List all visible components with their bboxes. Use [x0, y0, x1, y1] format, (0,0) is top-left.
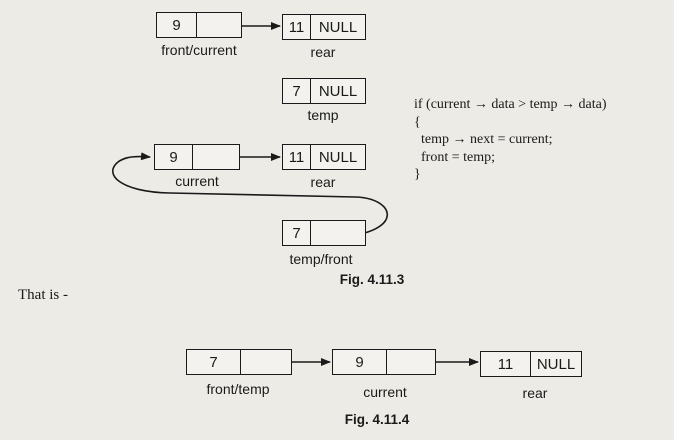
node-next: NULL — [318, 148, 358, 166]
label-current: current — [175, 173, 219, 189]
node-7-temp: 7 NULL — [282, 78, 366, 104]
node-data: 9 — [155, 145, 193, 169]
node-next: NULL — [536, 355, 576, 373]
label-rear: rear — [310, 44, 336, 60]
node-next: NULL — [318, 18, 358, 36]
node-9-current: 9 — [154, 144, 240, 170]
node-data: 11 — [283, 15, 311, 39]
code-line: if (current → data > temp → data) — [414, 97, 607, 112]
label-temp: temp — [307, 107, 339, 123]
node-next — [311, 221, 365, 245]
node-data: 7 — [283, 79, 311, 103]
intro-text: That is - — [18, 287, 68, 303]
code-line: front = temp; — [414, 149, 495, 165]
node-data: 7 — [283, 221, 311, 245]
code-line: { — [414, 114, 421, 130]
label-current-final: current — [363, 384, 407, 400]
label-temp-front: temp/front — [289, 251, 353, 267]
node-7-temp-front: 7 — [282, 220, 366, 246]
node-data: 11 — [481, 352, 531, 376]
label-front-temp: front/temp — [206, 381, 270, 397]
label-rear-final: rear — [522, 385, 548, 401]
figure-caption-4-11-4: Fig. 4.11.4 — [344, 412, 410, 427]
code-snippet: if (current → data > temp → data) { temp… — [414, 96, 607, 184]
arrow-temp-to-current-curve — [112, 152, 389, 238]
node-next — [193, 145, 239, 169]
node-data: 9 — [333, 350, 387, 374]
label-rear-2: rear — [310, 174, 336, 190]
figure-caption-4-11-3: Fig. 4.11.3 — [339, 272, 405, 287]
node-11-rear-2: 11 NULL — [282, 144, 366, 170]
node-11-rear-final: 11 NULL — [480, 351, 582, 377]
node-next: NULL — [318, 82, 358, 100]
node-9-front: 9 — [156, 12, 242, 38]
node-9-current-final: 9 — [332, 349, 436, 375]
node-next — [241, 350, 291, 374]
label-front-current: front/current — [161, 42, 237, 58]
node-7-front-temp: 7 — [186, 349, 292, 375]
code-line: } — [414, 167, 421, 182]
node-data: 9 — [157, 13, 197, 37]
node-data: 7 — [187, 350, 241, 374]
node-next — [387, 350, 435, 374]
node-11-rear: 11 NULL — [282, 14, 366, 40]
node-data: 11 — [283, 145, 311, 169]
code-line: temp → next = current; — [414, 132, 553, 147]
node-next — [197, 13, 241, 37]
